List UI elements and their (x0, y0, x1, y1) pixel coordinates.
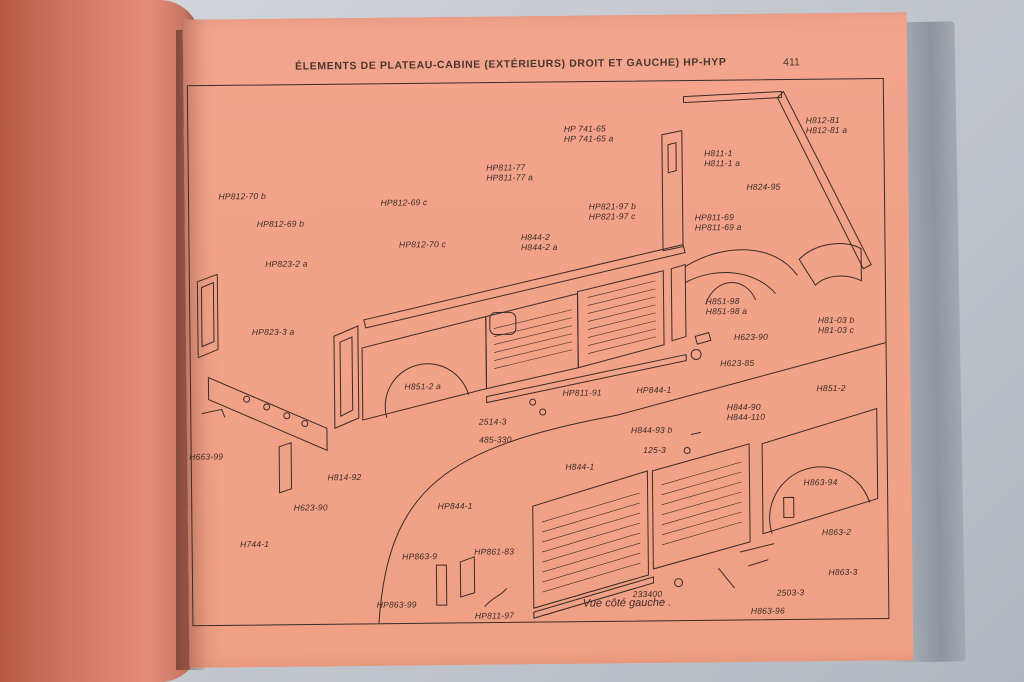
label-h863-96: H863-96 (750, 605, 785, 616)
label-h812-81: H812-81 (805, 114, 840, 126)
label-hp812-69c: HP812-69 c (380, 197, 428, 208)
label-h844-2a: H844-2 a (520, 241, 558, 253)
label-hp811-77a: HP811-77 a (486, 172, 534, 183)
label-h863-94: H863-94 (803, 476, 838, 488)
label-2514-3: 2514-3 (478, 416, 507, 427)
parts-diagram (186, 77, 890, 627)
page-number: 411 (783, 56, 800, 69)
label-hp823-3a: HP823-3 a (251, 326, 295, 338)
label-h623-90-left: H623-90 (293, 502, 328, 513)
label-hp741-65a: HP 741-65 a (563, 133, 614, 144)
label-hp811-69: HP811-69 (694, 212, 735, 223)
label-hp823-2a: HP823-2 a (265, 258, 308, 269)
view-caption: Vue côté gauche . (582, 596, 672, 610)
label-h863-2: H863-2 (821, 526, 852, 538)
louver-panel (576, 270, 665, 369)
label-hp811-77: HP811-77 (486, 162, 526, 173)
catalog-page: ÉLEMENTS DE PLATEAU-CABINE (EXTÉRIEURS) … (182, 12, 914, 668)
label-h623-85: H623-85 (720, 357, 755, 369)
label-hp821-97b: HP821-97 b (588, 201, 637, 212)
sill-bar (207, 376, 328, 452)
label-2503-3: 2503-3 (776, 587, 805, 598)
label-h844-2: H844-2 (520, 231, 551, 243)
label-hp821-97c: HP821-97 c (588, 211, 636, 222)
label-h623-90-right: H623-90 (733, 331, 769, 343)
label-h851-98: H851-98 (705, 295, 740, 307)
roof-rail (682, 91, 782, 104)
left-page-curl (0, 0, 200, 682)
end-panel-inner (333, 325, 360, 429)
label-hp844-1-top: HP844-1 (636, 384, 672, 396)
label-h844-110: H844-110 (726, 411, 766, 423)
label-h663-99: H663-99 (189, 451, 224, 462)
label-h811-1: H811-1 (704, 148, 733, 159)
label-hp861-83: HP861-83 (474, 546, 515, 557)
label-h844-90: H844-90 (726, 401, 761, 413)
end-panel-outer (196, 273, 219, 359)
label-hp811-69a: HP811-69 a (694, 221, 742, 233)
label-h81-03c: H81-03 c (817, 324, 855, 336)
label-hp741-65: HP 741-65 (563, 123, 606, 134)
label-hp811-97: HP811-97 (474, 610, 515, 621)
label-h824-95: H824-95 (746, 181, 781, 192)
diagram-frame (186, 77, 890, 627)
label-hp863-99: HP863-99 (376, 599, 417, 610)
door-panel-left (532, 470, 649, 609)
label-485-330: 485-330 (478, 434, 512, 445)
fender-panel (761, 407, 879, 535)
label-125-3: 125-3 (643, 444, 666, 456)
upper-rail (363, 243, 686, 329)
label-hp844-1: HP844-1 (437, 500, 473, 512)
label-h851-2: H851-2 (816, 382, 846, 394)
label-hp812-69b: HP812-69 b (256, 218, 305, 230)
label-h812-81a: H812-81 a (805, 124, 848, 136)
wheel-arch-top (684, 249, 798, 276)
label-hp812-70c: HP812-70 c (398, 239, 446, 250)
page-title: ÉLEMENTS DE PLATEAU-CABINE (EXTÉRIEURS) … (295, 56, 727, 73)
label-h844-93b: H844-93 b (630, 424, 673, 436)
label-hp811-91: HP811-91 (562, 387, 602, 398)
label-h744-1: H744-1 (240, 538, 270, 550)
label-hp812-70b: HP812-70 b (218, 190, 266, 202)
label-h811-1a: H811-1 a (704, 157, 741, 169)
door-panel-mid (651, 443, 751, 570)
label-h81-03b: H81-03 b (817, 314, 855, 326)
side-panel-left (361, 316, 488, 421)
label-hp863-9: HP863-9 (402, 551, 438, 562)
label-h814-92: H814-92 (327, 471, 362, 483)
label-h844-1: H844-1 (565, 461, 595, 472)
label-h851-2a: H851-2 a (404, 381, 442, 392)
pillar (661, 129, 684, 252)
label-h863-3: H863-3 (828, 566, 858, 578)
label-h851-98a: H851-98 a (705, 305, 748, 317)
